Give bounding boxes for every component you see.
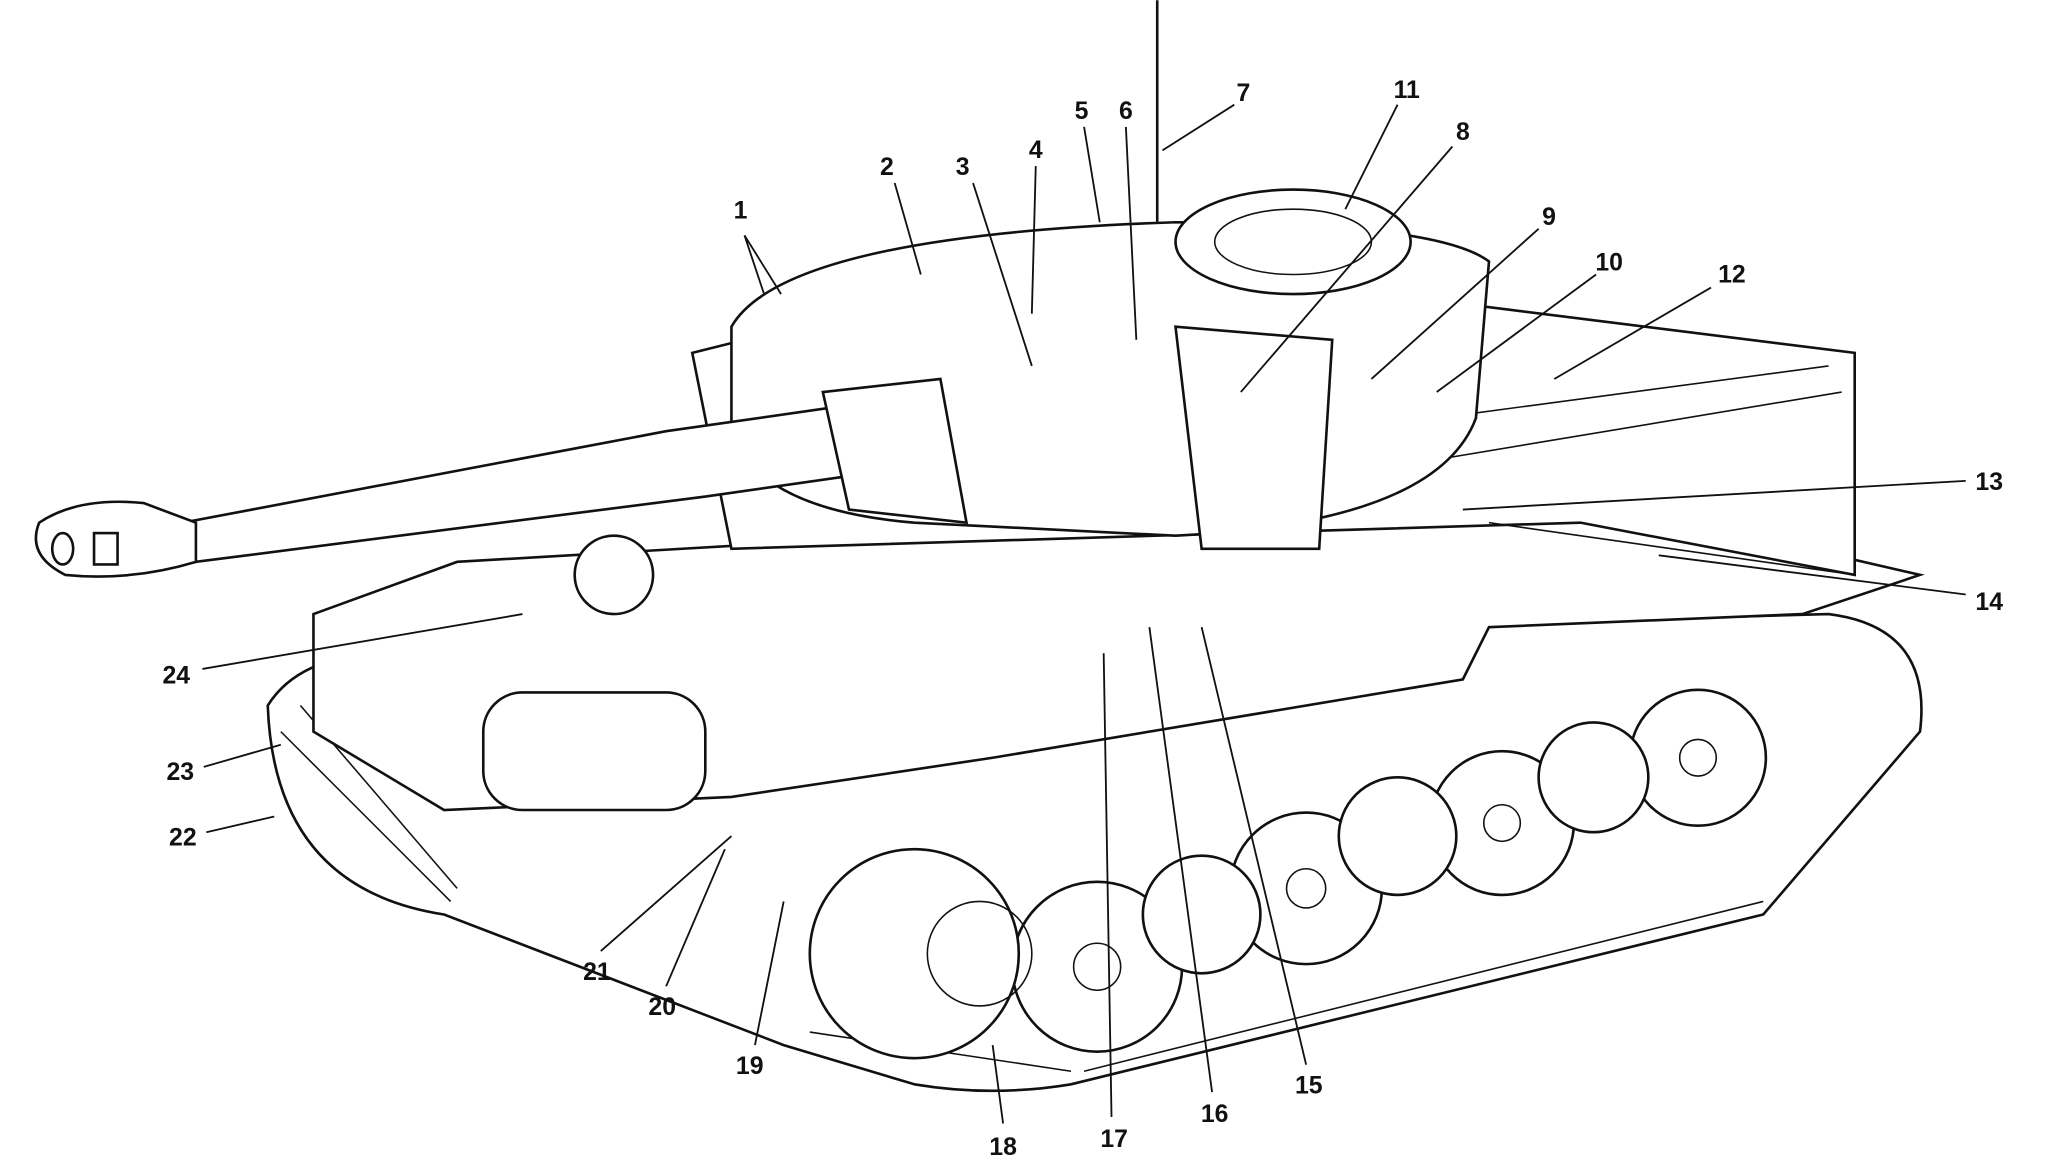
callout-14: 14	[1975, 589, 2003, 616]
road-wheels	[808, 688, 1768, 1060]
engine	[481, 534, 707, 812]
callout-5: 5	[1075, 98, 1089, 125]
callout-16: 16	[1201, 1101, 1229, 1128]
callout-2: 2	[880, 154, 894, 181]
callout-19: 19	[736, 1053, 764, 1080]
callout-10: 10	[1595, 250, 1623, 277]
callout-1: 1	[734, 197, 748, 224]
callout-9: 9	[1542, 204, 1556, 231]
callout-18: 18	[989, 1134, 1017, 1161]
callout-20: 20	[648, 994, 676, 1021]
callout-12: 12	[1718, 261, 1746, 288]
callout-6: 6	[1119, 98, 1133, 125]
callout-13: 13	[1975, 469, 2003, 496]
callout-24: 24	[163, 662, 191, 689]
callout-8: 8	[1456, 119, 1470, 146]
callout-4: 4	[1029, 137, 1043, 164]
callout-11: 11	[1394, 77, 1420, 104]
callout-21: 21	[583, 959, 611, 986]
callout-22: 22	[169, 824, 197, 851]
callout-23: 23	[166, 759, 194, 786]
callout-3: 3	[956, 154, 970, 181]
callout-labels: 1 2 3 4 5 6 7 8 9 10 11 12 13 14 15 16 1…	[163, 77, 2004, 1161]
callout-15: 15	[1295, 1072, 1323, 1099]
callout-7: 7	[1237, 80, 1251, 107]
leader-lines	[202, 103, 1966, 1124]
callout-17: 17	[1100, 1126, 1128, 1153]
gun	[34, 377, 969, 578]
